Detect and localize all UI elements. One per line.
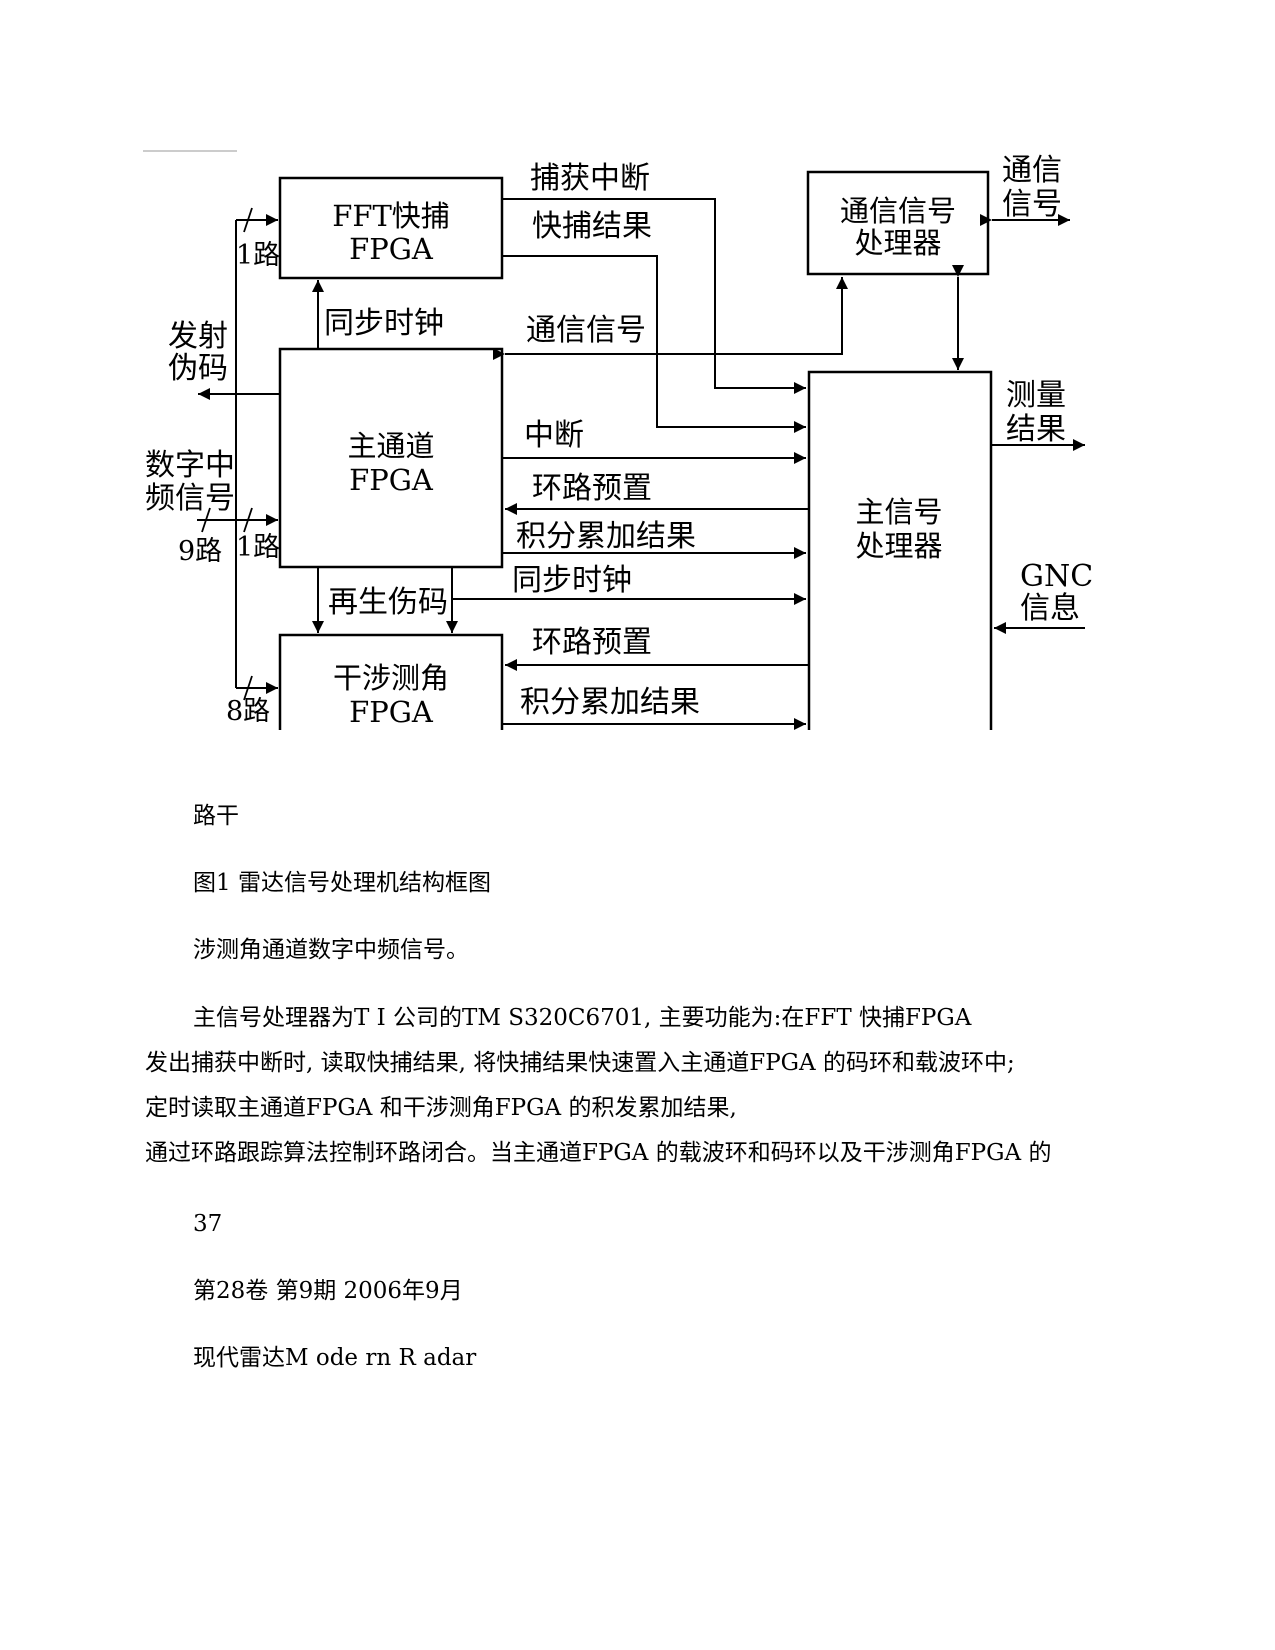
issue-info: 第28卷 第9期 2006年9月: [193, 1278, 463, 1304]
comm-signal-label: 通信信号: [526, 313, 646, 348]
route-1a-label: 1路: [236, 240, 280, 271]
mainsig-block-label-1: 主信号: [855, 495, 942, 529]
text-fragment: 路干: [193, 803, 239, 829]
fft-block-label-2: FPGA: [349, 232, 434, 266]
digital-if-label-2: 频信号: [145, 481, 235, 516]
paragraph-line-4: 通过环路跟踪算法控制环路闭合。当主通道FPGA 的载波环和码环以及干涉测角FPG…: [145, 1140, 1052, 1166]
fft-fpga-block: [278, 176, 504, 280]
route-tick-1: [243, 207, 253, 233]
regen-code-label: 再生伤码: [328, 585, 448, 620]
paragraph-line-3: 定时读取主通道FPGA 和干涉测角FPGA 的积发累加结果,: [145, 1095, 737, 1121]
paragraph-line-2: 发出捕获中断时, 读取快捕结果, 将快捕结果快速置入主通道FPGA 的码环和载波…: [145, 1050, 1015, 1076]
accum-result-1-label: 积分累加结果: [516, 519, 696, 554]
interf-block-label-1: 干涉测角: [333, 661, 449, 695]
sync-clock-top-label: 同步时钟: [324, 306, 444, 341]
comm-ext-label-2: 信号: [1002, 187, 1062, 222]
radar-processor-block-diagram: FFT快捕 FPGA 通信信号 处理器 主通道 FPGA 干涉测角 FPGA 主…: [143, 150, 1093, 730]
fft-block-label-1: FFT快捕: [332, 199, 450, 233]
interf-block-label-2: FPGA: [349, 695, 434, 729]
measure-label-2: 结果: [1006, 412, 1066, 447]
page-number: 37: [193, 1211, 223, 1237]
accum-result-2-label: 积分累加结果: [520, 685, 700, 720]
route-tick-8: [243, 675, 253, 701]
gnc-label-1: GNC: [1020, 559, 1093, 594]
loop-preset-1-label: 环路预置: [532, 471, 652, 506]
text-line: 涉测角通道数字中频信号。: [193, 937, 469, 963]
capture-interrupt-label: 捕获中断: [530, 161, 650, 196]
route-1b-label: 1路: [236, 532, 280, 563]
paragraph-line-1: 主信号处理器为T I 公司的TM S320C6701, 主要功能为:在FFT 快…: [193, 1005, 972, 1031]
loop-preset-2-label: 环路预置: [532, 625, 652, 660]
main-signal-processor-block: [807, 370, 993, 730]
main-block-label-2: FPGA: [349, 463, 434, 497]
transmit-label-2: 伪码: [168, 351, 228, 386]
measure-label-1: 测量: [1006, 378, 1066, 413]
sync-clock-bottom-label: 同步时钟: [512, 563, 632, 598]
main-block-label-1: 主通道: [347, 429, 434, 463]
figure-caption: 图1 雷达信号处理机结构框图: [193, 870, 491, 896]
comm-block-label-2: 处理器: [854, 226, 941, 260]
interferometer-fpga-block: [278, 633, 504, 730]
quick-result-label: 快捕结果: [532, 209, 652, 244]
gnc-label-2: 信息: [1020, 591, 1080, 626]
comm-signal-line: [493, 277, 848, 360]
comm-block-label-1: 通信信号: [840, 194, 956, 228]
digital-if-label-1: 数字中: [145, 448, 235, 483]
route-8-label: 8路: [226, 696, 270, 727]
route-tick-9: [201, 507, 211, 533]
mainsig-block-label-2: 处理器: [855, 529, 942, 563]
route-tick-1b: [243, 507, 253, 533]
route-9-label: 9路: [178, 536, 222, 567]
interrupt-label: 中断: [524, 418, 584, 453]
comm-ext-label-1: 通信: [1002, 153, 1062, 188]
transmit-label-1: 发射: [168, 319, 228, 354]
journal-name: 现代雷达M ode rn R adar: [193, 1345, 477, 1371]
